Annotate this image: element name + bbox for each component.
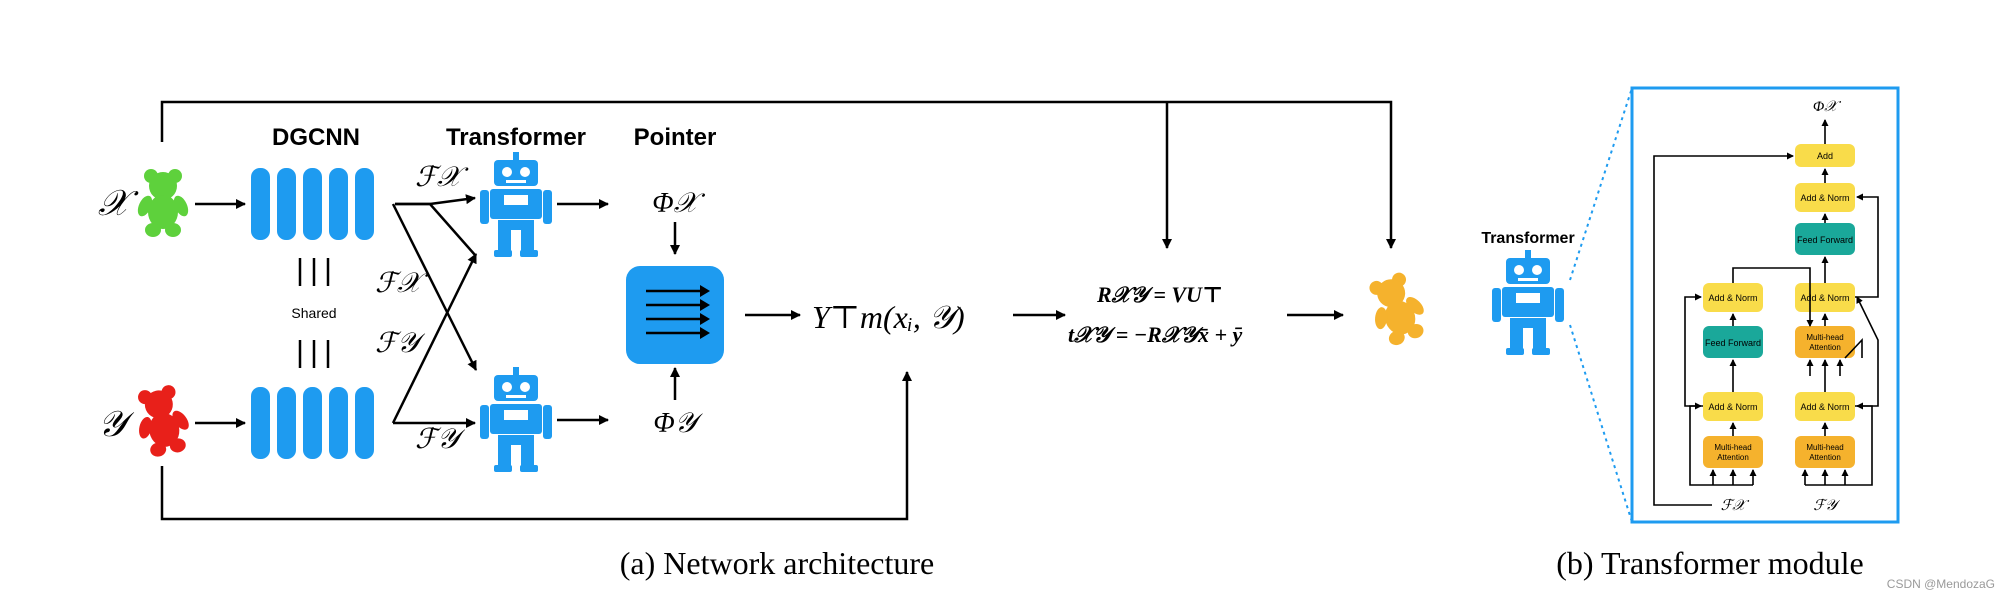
module-add-norm-top: Add & Norm [1800, 193, 1849, 203]
module-blocks [1703, 144, 1855, 468]
input-y-symbol: 𝒴 [98, 404, 135, 444]
feat-x-top: ℱ𝒳 [415, 162, 469, 193]
pointer-label: Pointer [634, 124, 717, 151]
module-add-box: Add [1817, 151, 1833, 161]
transformer-y-icon [480, 367, 552, 472]
module-frame [1630, 86, 1900, 524]
transformer-label: Transformer [446, 124, 586, 151]
input-x-symbol: 𝒳 [98, 183, 139, 223]
module-output-phi: Φ𝒳 [1813, 99, 1841, 115]
module-feed-forward-left: Feed Forward [1705, 338, 1761, 348]
module-transformer-label: Transformer [1481, 230, 1574, 247]
bear-y-icon [127, 381, 197, 461]
input-arrows [195, 199, 246, 428]
module-add-norm-left-top: Add & Norm [1708, 293, 1757, 303]
skip-connections [160, 100, 1396, 521]
feat-x-cross: ℱ𝒳 [375, 268, 429, 299]
zoom-lines [1569, 87, 1633, 523]
phi-x: Φ𝒳 [652, 188, 705, 219]
module-add-norm-right-mid: Add & Norm [1800, 293, 1849, 303]
module-feed-forward-right: Feed Forward [1797, 235, 1853, 245]
caption-b: (b) Transformer module [1556, 545, 1864, 581]
module-arrows [1653, 119, 1879, 506]
rotation-equation: R𝒳𝒴 = VU⊤ [1096, 282, 1223, 307]
watermark: CSDN @MendozaG [1887, 577, 1995, 591]
feat-y-bottom: ℱ𝒴 [415, 424, 466, 455]
module-add-norm-right-bottom: Add & Norm [1800, 402, 1849, 412]
shared-label: Shared [291, 305, 336, 321]
dgcnn-label: DGCNN [272, 124, 360, 151]
feat-y-cross: ℱ𝒴 [375, 328, 426, 359]
dgcnn-encoder-x [251, 168, 374, 240]
bear-x-icon [134, 169, 192, 237]
phi-y: Φ𝒴 [653, 408, 703, 439]
soft-map-expression: Y⊤m(xᵢ, 𝒴) [812, 299, 965, 335]
shared-weights-marks [298, 258, 330, 368]
dgcnn-encoder-y [251, 387, 374, 459]
translation-equation: t𝒳𝒴 = −R𝒳𝒴x̄ + ȳ [1068, 322, 1243, 347]
module-input-x: ℱ𝒳 [1721, 498, 1750, 514]
cross-arrows [391, 194, 478, 428]
pointer-block [626, 266, 724, 364]
caption-a: (a) Network architecture [620, 545, 934, 581]
transformer-out-arrows [557, 199, 609, 425]
transformer-x-icon [480, 152, 552, 257]
module-transformer-icon [1492, 250, 1564, 355]
module-add-norm-left-bottom: Add & Norm [1708, 402, 1757, 412]
bear-aligned-icon [1358, 267, 1435, 351]
module-input-y: ℱ𝒴 [1813, 498, 1841, 514]
